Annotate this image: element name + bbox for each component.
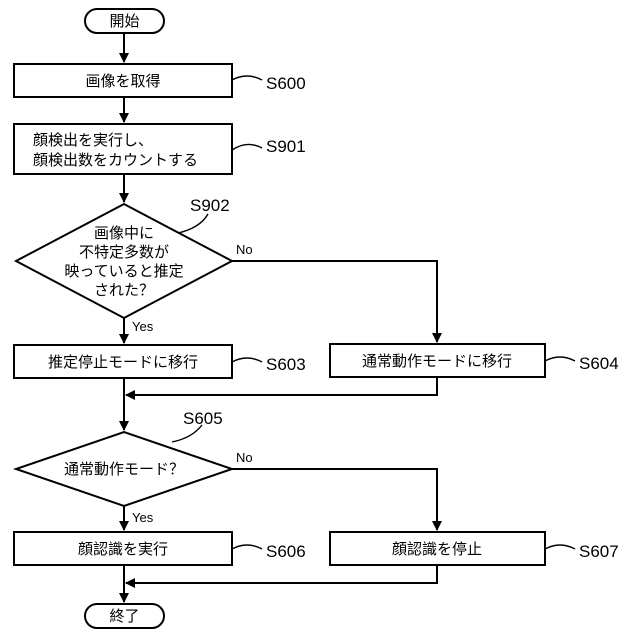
step-label-s607: S607	[579, 542, 619, 561]
leader-s603	[232, 358, 262, 362]
step-label-s606: S606	[266, 542, 306, 561]
crowd-decision-line4: された？	[94, 281, 154, 299]
arrow-stop-merge	[126, 565, 437, 583]
acquire-image-label: 画像を取得	[85, 72, 160, 90]
decision1-yes-label: Yes	[132, 319, 154, 334]
decision1-no-label: No	[236, 242, 253, 257]
end-label: 終了	[109, 607, 139, 625]
stop-recognition-label: 顔認識を停止	[392, 540, 482, 558]
face-detect-label-line2: 顔検出数をカウントする	[33, 151, 198, 169]
leader-s600	[232, 76, 262, 80]
arrow-decision1-no	[232, 261, 437, 342]
leader-s902	[178, 214, 208, 233]
step-label-s604: S604	[579, 354, 619, 373]
step-label-s603: S603	[266, 355, 306, 374]
mode-decision-label: 通常動作モード？	[64, 460, 184, 478]
leader-s607	[545, 545, 575, 549]
step-label-s600: S600	[266, 74, 306, 93]
decision2-yes-label: Yes	[132, 510, 154, 525]
start-label: 開始	[109, 12, 139, 30]
crowd-decision-diamond	[16, 204, 232, 318]
crowd-decision-line3: 映っていると推定	[64, 262, 183, 280]
step-label-s901: S901	[266, 137, 306, 156]
decision2-no-label: No	[236, 450, 253, 465]
crowd-decision-line1: 画像中に	[94, 224, 154, 242]
stop-mode-label: 推定停止モードに移行	[48, 353, 198, 371]
leader-s604	[545, 357, 575, 361]
run-recognition-label: 顔認識を実行	[78, 540, 168, 558]
step-label-s605: S605	[183, 409, 223, 428]
arrow-normalmode-merge	[126, 377, 437, 395]
crowd-decision-line2: 不特定多数が	[79, 243, 169, 261]
arrow-decision2-no	[232, 469, 437, 530]
leader-s901	[232, 144, 262, 150]
normal-mode-label: 通常動作モードに移行	[362, 352, 512, 370]
step-label-s902: S902	[190, 196, 230, 215]
leader-s606	[232, 545, 262, 549]
face-detect-label-line1: 顔検出を実行し、	[33, 131, 153, 149]
